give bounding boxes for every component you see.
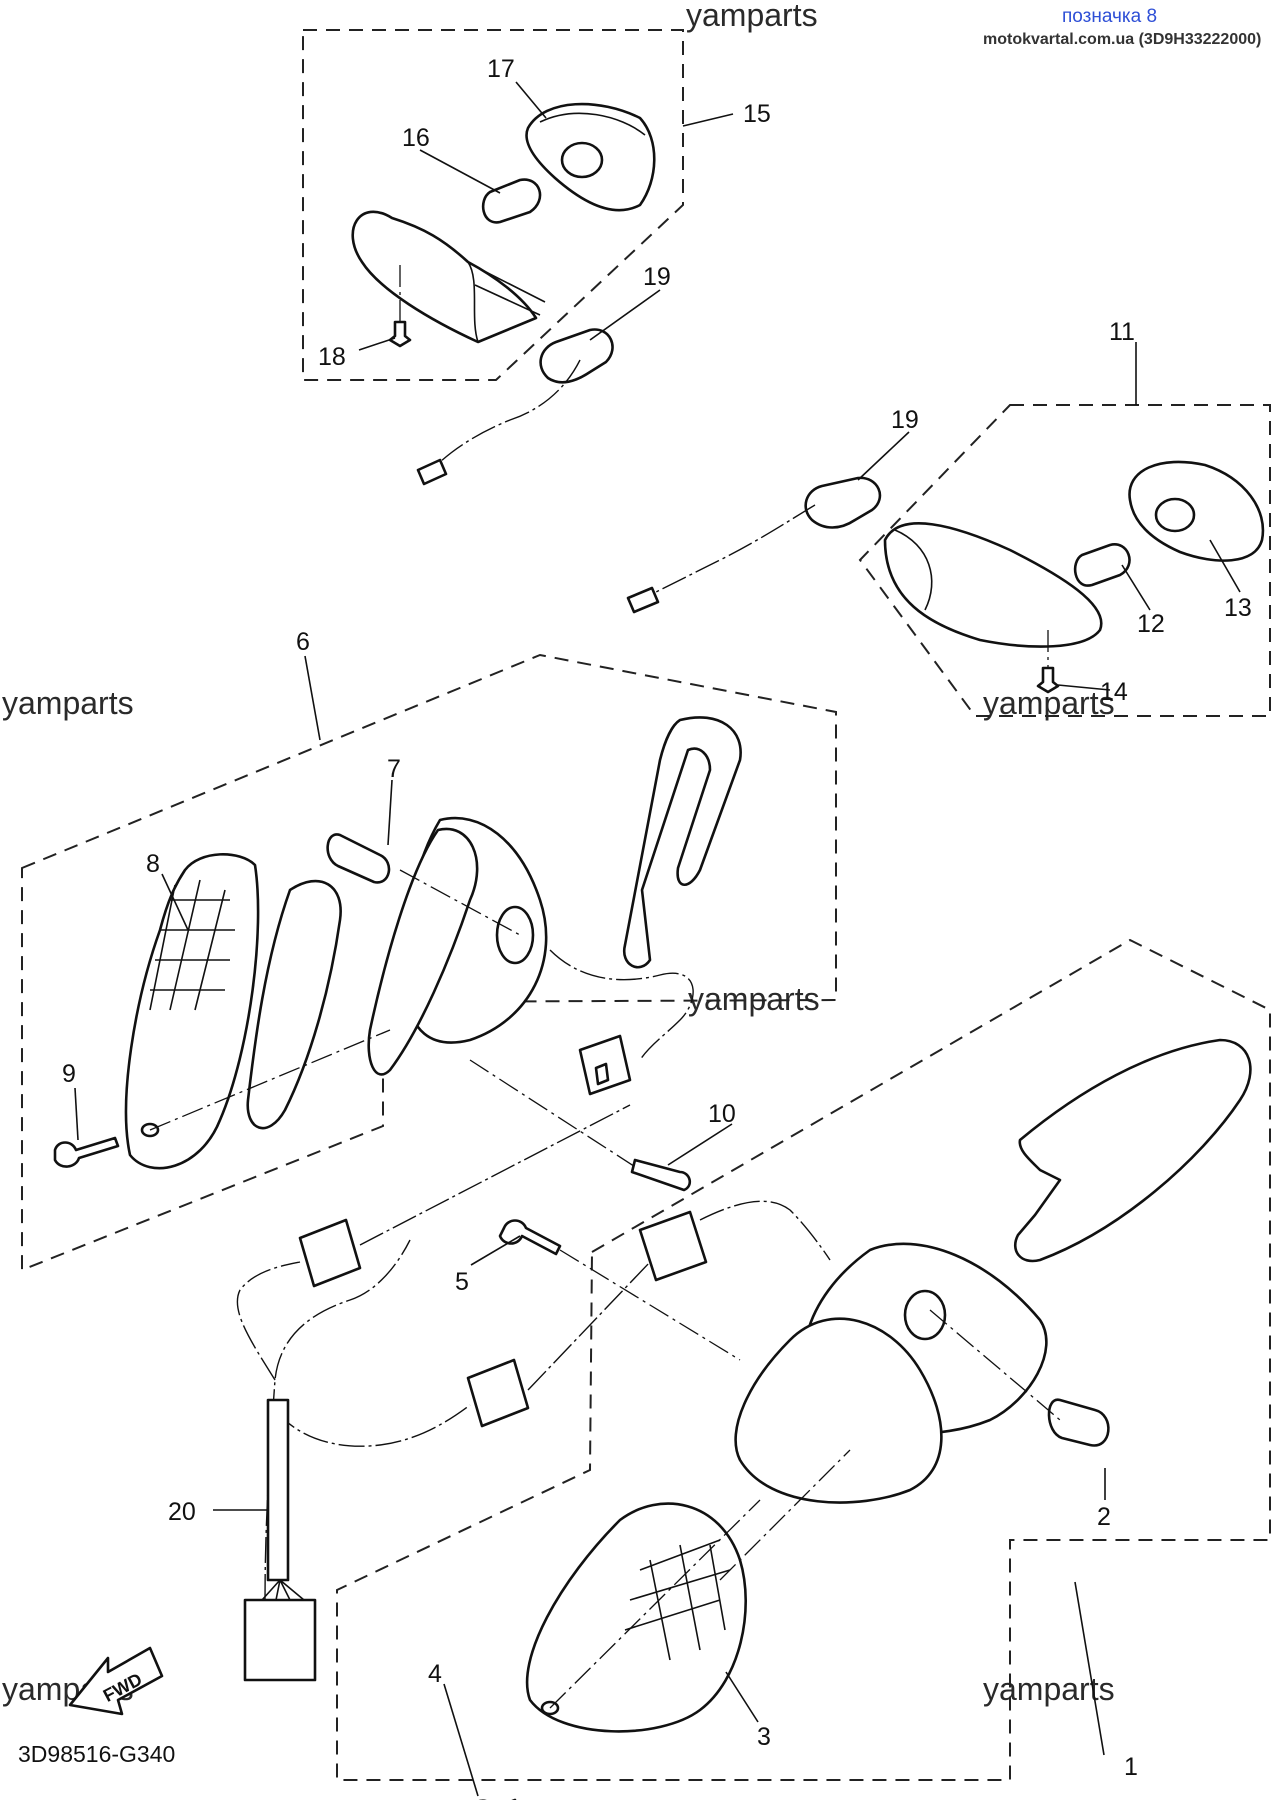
- group-box-6: [21, 653, 837, 1272]
- screw-10: [630, 1158, 692, 1192]
- callout-10: 10: [708, 1100, 736, 1128]
- callout-15: 15: [743, 100, 771, 128]
- screw-9: [53, 1136, 120, 1168]
- connector: [466, 1358, 530, 1428]
- harness-sleeve: [266, 1398, 290, 1582]
- screw-5: [498, 1219, 562, 1256]
- bulb-12: [1073, 543, 1131, 587]
- flasher-assembly-6: [53, 716, 742, 1192]
- inner-lens: [734, 1317, 943, 1504]
- callout-5: 5: [455, 1268, 469, 1296]
- fwd-arrow-icon: FWD: [68, 1646, 164, 1716]
- callout-2: 2: [1097, 1503, 1111, 1531]
- connector: [298, 1218, 362, 1288]
- connector-1: [638, 1210, 708, 1282]
- flasher-lens-13: [1128, 460, 1265, 562]
- callout-8: 8: [146, 850, 160, 878]
- callout-9: 9: [62, 1060, 76, 1088]
- header-link[interactable]: позначка 8: [1062, 6, 1157, 27]
- callout-17: 17: [487, 55, 515, 83]
- callout-18: 18: [318, 343, 346, 371]
- flasher-body: [351, 210, 538, 344]
- callout-19-right: 19: [891, 406, 919, 434]
- wire-harness-20: [236, 1104, 651, 1682]
- rear-flasher-assembly-15: [351, 102, 656, 486]
- lens-3: [525, 1502, 747, 1733]
- front-flasher-assembly-11: [626, 460, 1265, 694]
- group-box-1: [336, 938, 1271, 1781]
- flasher-assembly-1: [478, 1038, 1252, 1800]
- group-box-15: [302, 29, 684, 381]
- callout-3: 3: [757, 1723, 771, 1751]
- callout-12: 12: [1137, 610, 1165, 638]
- harness-plug: [243, 1598, 317, 1682]
- callout-4: 4: [428, 1660, 442, 1688]
- callout-19-top: 19: [643, 263, 671, 291]
- callout-6: 6: [296, 628, 310, 656]
- gasket-long: [622, 716, 742, 969]
- bulb-7: [326, 833, 391, 884]
- header-link-text[interactable]: позначка 8: [1062, 6, 1157, 27]
- callout-11: 11: [1109, 318, 1135, 346]
- bulb-16: [481, 178, 542, 224]
- header-site-text: motokvartal.com.ua (3D9H33222000): [983, 31, 1261, 48]
- callout-13: 13: [1224, 594, 1252, 622]
- callout-7: 7: [387, 755, 401, 783]
- bracket-19-top: [539, 328, 614, 384]
- watermark: yamparts: [2, 685, 134, 721]
- diagram-code: 3D98516-G340: [18, 1741, 175, 1767]
- watermark: yamparts: [686, 0, 818, 33]
- flasher-body: [883, 522, 1103, 648]
- callout-16: 16: [402, 124, 430, 152]
- screw-18: [388, 320, 412, 348]
- bracket-19-right: [804, 476, 882, 529]
- callout-14: 14: [1100, 678, 1128, 706]
- gasket-top: [1013, 1038, 1252, 1263]
- watermark: yamparts: [688, 981, 820, 1017]
- callout-20: 20: [168, 1498, 196, 1526]
- screw-14: [1036, 666, 1060, 694]
- bulb-2: [1047, 1398, 1110, 1447]
- gasket: [246, 879, 342, 1130]
- group-box-11: [858, 404, 1271, 717]
- callout-1: 1: [1124, 1753, 1138, 1781]
- lens-8: [124, 853, 260, 1170]
